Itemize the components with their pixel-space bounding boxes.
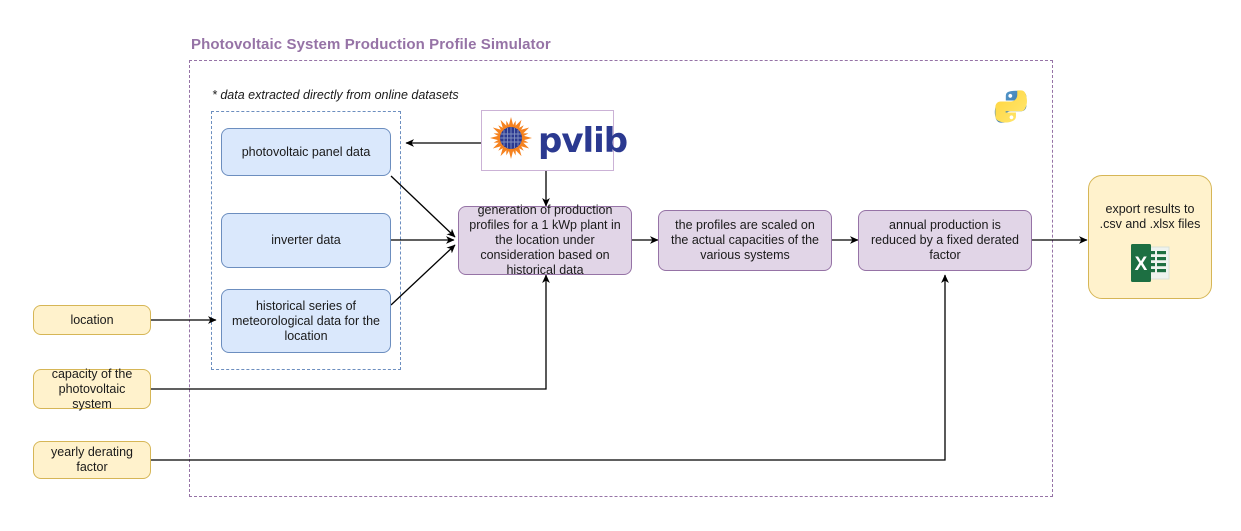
input-node-capacity[interactable]: capacity of the photovoltaic system <box>33 366 151 411</box>
output-node-export-label: export results to .csv and .xlsx files <box>1099 202 1201 231</box>
process-node-generation-label: generation of production profiles for a … <box>469 203 621 277</box>
data-node-meteo-label: historical series of meteorological data… <box>231 298 380 343</box>
input-node-location[interactable]: location <box>33 305 151 335</box>
process-node-generation[interactable]: generation of production profiles for a … <box>458 203 632 277</box>
output-node-export[interactable]: export results to .csv and .xlsx files X <box>1088 175 1212 299</box>
input-node-derating[interactable]: yearly derating factor <box>33 441 151 479</box>
pvlib-logo: pvlib <box>481 110 628 171</box>
input-node-location-label: location <box>70 312 114 327</box>
footnote: * data extracted directly from online da… <box>212 88 459 102</box>
data-node-panel-label: photovoltaic panel data <box>241 144 371 159</box>
input-node-capacity-label: capacity of the photovoltaic system <box>51 366 133 411</box>
data-node-meteo[interactable]: historical series of meteorological data… <box>221 289 391 353</box>
process-node-derate-label: annual production is reduced by a fixed … <box>870 218 1020 262</box>
process-node-scaling-label: the profiles are scaled on the actual ca… <box>670 218 819 262</box>
process-node-scaling[interactable]: the profiles are scaled on the actual ca… <box>658 210 832 271</box>
data-node-panel[interactable]: photovoltaic panel data <box>221 128 391 176</box>
page-title: Photovoltaic System Production Profile S… <box>191 36 551 53</box>
python-logo <box>988 88 1034 134</box>
input-node-derating-label: yearly derating factor <box>51 445 133 474</box>
process-node-derate[interactable]: annual production is reduced by a fixed … <box>858 210 1032 271</box>
pvlib-sun-icon <box>488 115 534 166</box>
data-node-inverter[interactable]: inverter data <box>221 213 391 268</box>
excel-icon: X <box>1130 244 1170 286</box>
svg-text:X: X <box>1135 254 1148 275</box>
pvlib-wordmark: pvlib <box>538 120 628 161</box>
data-node-inverter-label: inverter data <box>271 233 341 247</box>
